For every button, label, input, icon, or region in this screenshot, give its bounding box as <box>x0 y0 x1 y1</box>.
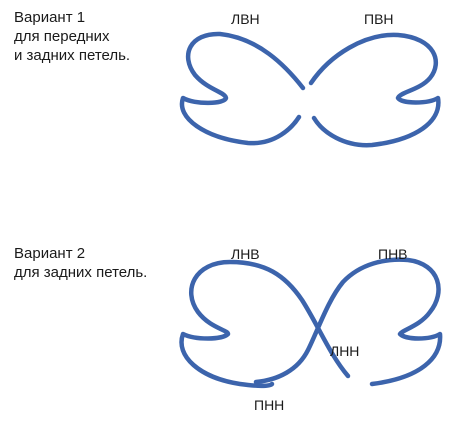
variant-1-right-loop <box>308 32 441 148</box>
variant-2-drawing: ЛНВ ПНВ ЛНН ПНН <box>179 246 443 413</box>
variant-1-caption-line: Вариант 1 <box>14 9 86 26</box>
label-lnn: ЛНН <box>330 343 359 359</box>
variant-1-caption: Вариант 1 для передних и задних петель. <box>14 8 130 65</box>
variant-2-right-loop <box>253 257 443 387</box>
variant-1-left-loop <box>179 31 306 146</box>
label-pvn: ПВН <box>364 11 394 27</box>
variant-2-caption-line: Вариант 2 <box>14 245 86 262</box>
variant-2-caption: Вариант 2 для задних петель. <box>14 244 147 282</box>
variant-2-left-loop <box>179 259 351 389</box>
label-pnn: ПНН <box>254 397 284 413</box>
variant-1-drawing: ЛВН ПВН <box>179 11 441 148</box>
label-pnv: ПНВ <box>378 246 408 262</box>
variant-2-caption-line: для задних петель. <box>14 264 148 281</box>
label-lvn: ЛВН <box>231 11 260 27</box>
label-lnv: ЛНВ <box>231 246 260 262</box>
variant-1-caption-line: для передних <box>14 28 110 45</box>
variant-1-caption-line: и задних петель. <box>14 47 131 64</box>
